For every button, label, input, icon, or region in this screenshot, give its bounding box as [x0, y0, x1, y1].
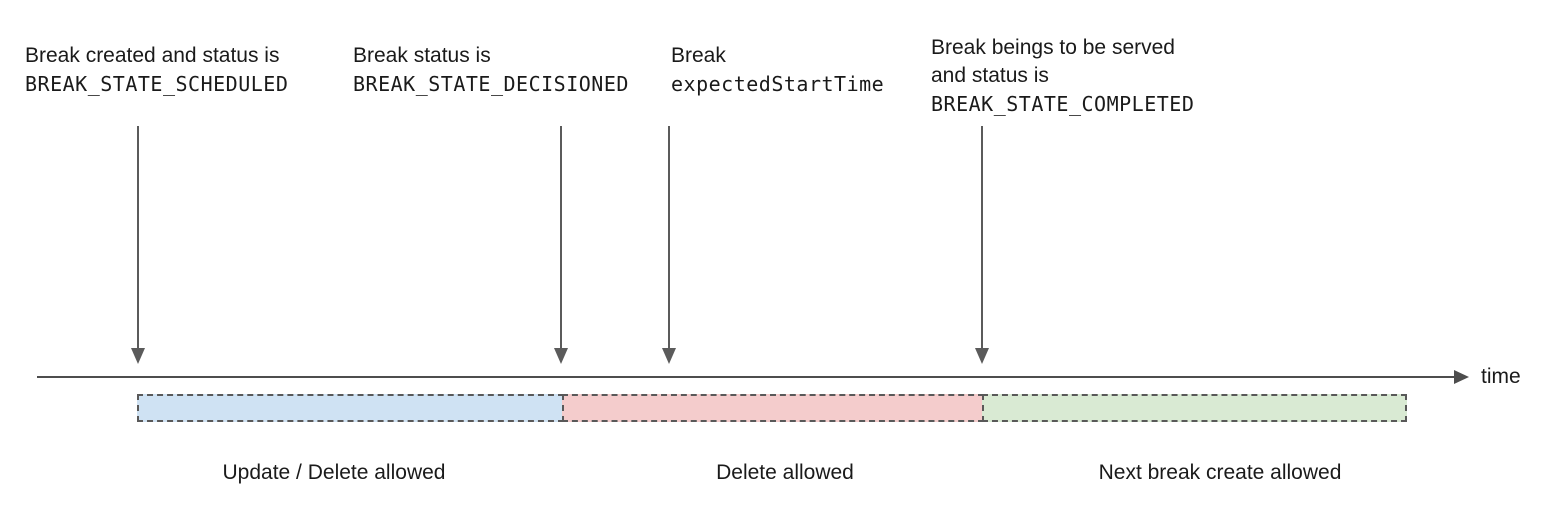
arrow-head-icon	[131, 348, 145, 364]
arrow-head-icon	[554, 348, 568, 364]
annotation-completed: Break beings to be served and status is …	[931, 34, 1194, 118]
annotation-completed-text-2: and status is	[931, 64, 1049, 87]
time-axis-arrow-icon	[1454, 370, 1469, 384]
segment-update-delete-allowed	[137, 394, 564, 422]
arrow-shaft	[137, 126, 139, 350]
down-arrow-completed	[975, 126, 989, 364]
arrow-head-icon	[975, 348, 989, 364]
time-axis-line	[37, 376, 1456, 378]
segment-label-delete: Delete allowed	[716, 461, 854, 484]
annotation-completed-code: BREAK_STATE_COMPLETED	[931, 92, 1195, 116]
segment-delete-allowed	[562, 394, 984, 422]
annotation-expected-start: Break expectedStartTime	[671, 42, 884, 98]
annotation-expected-start-code: expectedStartTime	[671, 72, 885, 96]
segment-label-next-break: Next break create allowed	[1098, 461, 1342, 484]
annotation-completed-text-1: Break beings to be served	[931, 36, 1175, 59]
arrow-shaft	[668, 126, 670, 350]
down-arrow-decisioned	[554, 126, 568, 364]
annotation-scheduled-text: Break created and status is	[25, 44, 280, 67]
annotation-decisioned-code: BREAK_STATE_DECISIONED	[353, 72, 629, 96]
annotation-scheduled: Break created and status is BREAK_STATE_…	[25, 42, 288, 98]
time-axis-label: time	[1481, 365, 1521, 388]
annotation-scheduled-code: BREAK_STATE_SCHEDULED	[25, 72, 289, 96]
annotation-expected-start-text: Break	[671, 44, 726, 67]
arrow-shaft	[981, 126, 983, 350]
down-arrow-scheduled	[131, 126, 145, 364]
annotation-decisioned-text: Break status is	[353, 44, 491, 67]
segment-next-break-create	[982, 394, 1407, 422]
annotation-decisioned: Break status is BREAK_STATE_DECISIONED	[353, 42, 629, 98]
arrow-shaft	[560, 126, 562, 350]
arrow-head-icon	[662, 348, 676, 364]
down-arrow-expected-start	[662, 126, 676, 364]
segment-label-update-delete: Update / Delete allowed	[222, 461, 446, 484]
